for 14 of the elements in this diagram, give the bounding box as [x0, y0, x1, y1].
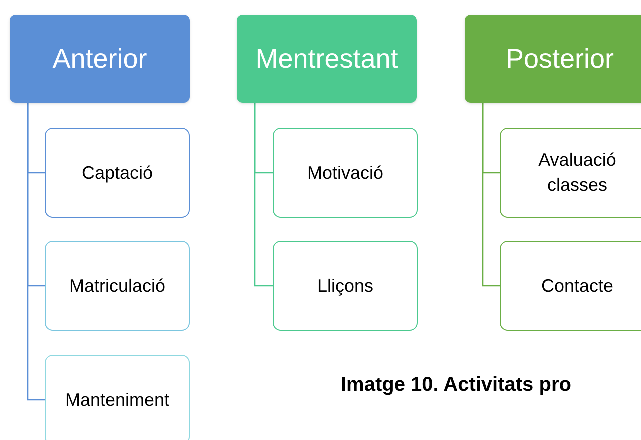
- caption: Imatge 10. Activitats pro: [341, 373, 572, 398]
- item-box: Manteniment: [45, 355, 190, 440]
- connector-line: [482, 103, 500, 287]
- header-box: Anterior: [10, 15, 190, 103]
- item-box: Captació: [45, 128, 190, 218]
- item-box: Avaluació classes: [500, 128, 641, 218]
- header-box: Mentrestant: [237, 15, 417, 103]
- item-box: Contacte: [500, 241, 641, 331]
- header-box: Posterior: [465, 15, 641, 103]
- item-box: Motivació: [273, 128, 418, 218]
- item-box: Matriculació: [45, 241, 190, 331]
- connector-line: [27, 103, 45, 401]
- connector-line: [254, 103, 273, 287]
- item-box: Lliçons: [273, 241, 418, 331]
